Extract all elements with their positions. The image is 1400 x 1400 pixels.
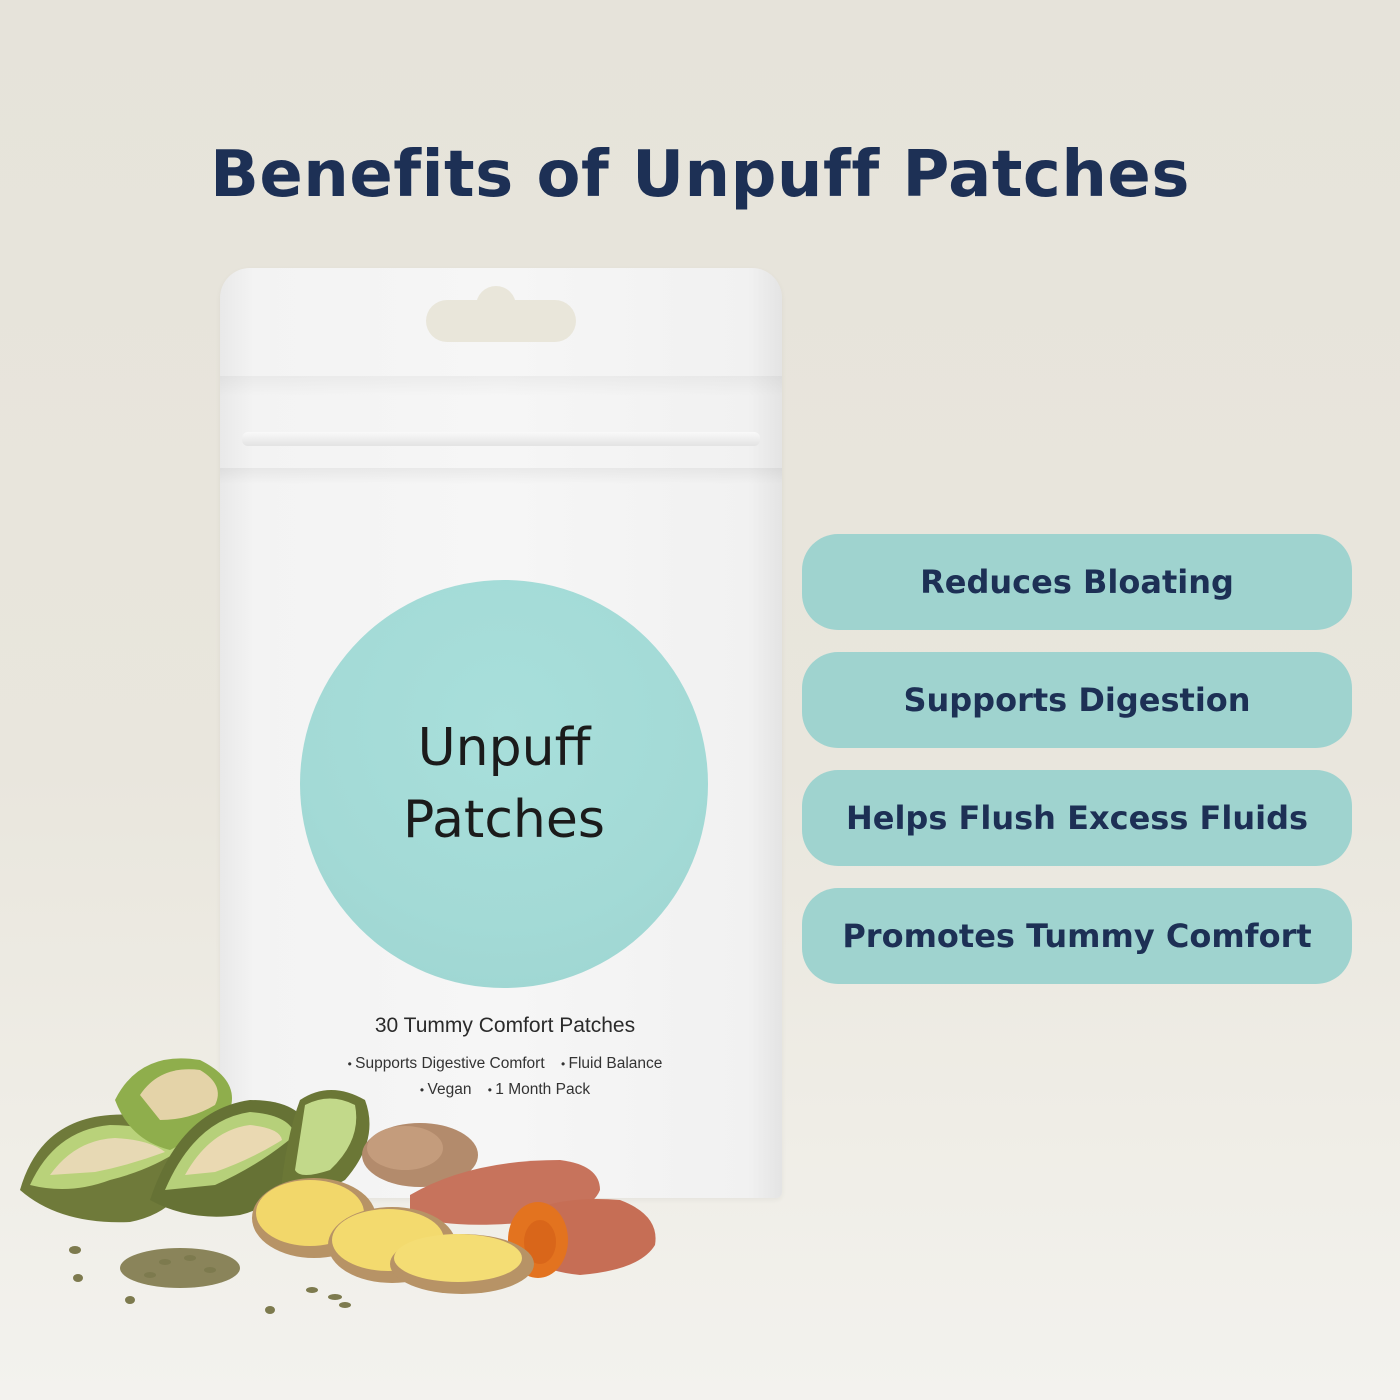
benefit-pill: Reduces Bloating (802, 534, 1352, 630)
benefit-pill: Supports Digestion (802, 652, 1352, 748)
benefit-pill: Promotes Tummy Comfort (802, 888, 1352, 984)
benefits-list: Reduces Bloating Supports Digestion Help… (802, 534, 1352, 1006)
page-title: Benefits of Unpuff Patches (210, 138, 1190, 212)
ingredients-illustration (20, 1058, 656, 1314)
product-label-circle: Unpuff Patches (300, 580, 708, 988)
bullet-item: Supports Digestive Comfort (348, 1055, 545, 1072)
product-count: 30 Tummy Comfort Patches (374, 1014, 636, 1037)
product-pouch-image: Unpuff Patches 30 Tummy Comfort Patches … (220, 268, 782, 1198)
brand-name-line2: Patches (403, 790, 605, 850)
brand-name-line1: Unpuff (417, 718, 591, 778)
bullet-item: Vegan (420, 1081, 472, 1098)
hang-hole (426, 286, 576, 342)
ginger-slices-icon (252, 1178, 534, 1294)
artichoke-icon (20, 1058, 370, 1223)
benefit-pill: Helps Flush Excess Fluids (802, 770, 1352, 866)
pouch-seal-bottom (220, 468, 782, 484)
pouch-seal-top (220, 376, 782, 396)
ginger-root-icon (362, 1123, 478, 1187)
product-bullets-row2: Vegan 1 Month Pack (220, 1081, 790, 1099)
fennel-seeds-icon (69, 1246, 351, 1314)
bullet-item: Fluid Balance (561, 1055, 662, 1072)
product-bullets-row1: Supports Digestive Comfort Fluid Balance (220, 1055, 790, 1073)
pouch-zipper (242, 432, 760, 446)
bullet-item: 1 Month Pack (488, 1081, 590, 1098)
